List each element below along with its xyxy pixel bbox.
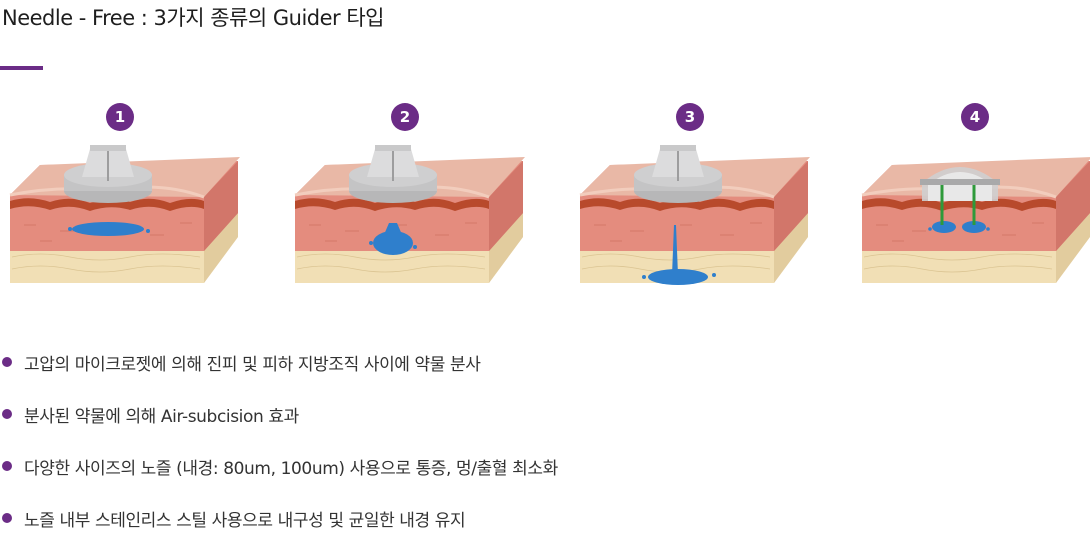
list-item: 분사된 약물에 의해 Air-subcision 효과	[0, 399, 299, 429]
bullet-dot-icon	[2, 513, 12, 523]
cap-guider-icon	[634, 145, 722, 203]
skin-cross-section	[9, 145, 240, 283]
guider-step: 1	[0, 95, 260, 295]
page-title: Needle - Free : 3가지 종류의 Guider 타입	[2, 6, 384, 30]
guider-step: 2	[285, 95, 545, 295]
bullet-dot-icon	[2, 357, 12, 367]
skin-cross-section	[294, 145, 525, 283]
cap-guider-icon	[349, 145, 437, 203]
bullet-dot-icon	[2, 409, 12, 419]
bullet-dot-icon	[2, 461, 12, 471]
title-accent-bar	[0, 66, 43, 70]
step-number-badge: 1	[106, 103, 134, 131]
step-number-badge: 2	[391, 103, 419, 131]
list-item: 다양한 사이즈의 노즐 (내경: 80um, 100um) 사용으로 통증, 멍…	[0, 451, 558, 481]
step-number-badge: 4	[961, 103, 989, 131]
list-item: 고압의 마이크로젯에 의해 진피 및 피하 지방조직 사이에 약물 분사	[0, 347, 481, 377]
dome-needle-guider-icon	[920, 167, 1000, 225]
skin-cross-section	[861, 157, 1090, 283]
guider-step: 3	[570, 95, 830, 295]
guider-step: 4	[852, 95, 1090, 295]
step-number-badge: 3	[676, 103, 704, 131]
bullet-text: 노즐 내부 스테인리스 스틸 사용으로 내구성 및 균일한 내경 유지	[24, 510, 466, 531]
bullet-text: 분사된 약물에 의해 Air-subcision 효과	[24, 406, 299, 427]
cap-guider-icon	[64, 145, 152, 203]
list-item: 노즐 내부 스테인리스 스틸 사용으로 내구성 및 균일한 내경 유지	[0, 503, 466, 533]
skin-cross-section	[579, 145, 810, 285]
bullet-text: 다양한 사이즈의 노즐 (내경: 80um, 100um) 사용으로 통증, 멍…	[24, 458, 558, 479]
bullet-text: 고압의 마이크로젯에 의해 진피 및 피하 지방조직 사이에 약물 분사	[24, 354, 481, 375]
